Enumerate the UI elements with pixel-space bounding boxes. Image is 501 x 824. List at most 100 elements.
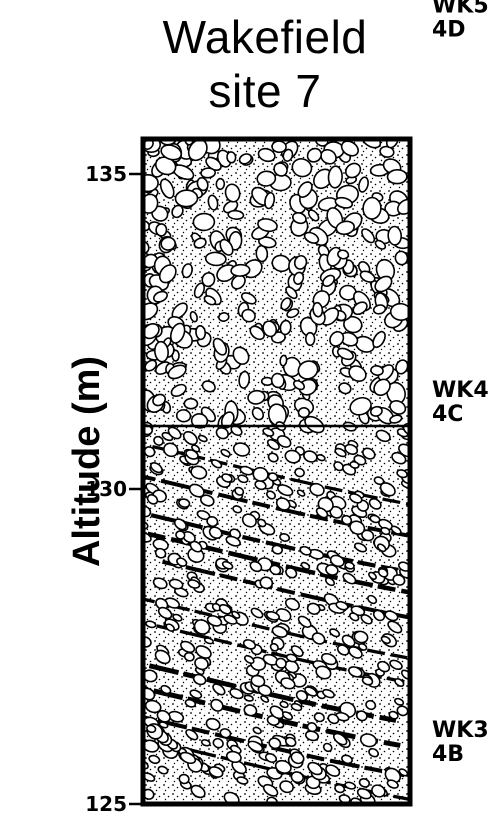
pebble	[284, 449, 301, 464]
pebble	[266, 438, 280, 451]
pebble	[250, 607, 264, 619]
pebble	[144, 359, 158, 372]
pebble	[353, 630, 369, 644]
pebble	[200, 739, 211, 747]
pebble	[210, 459, 223, 469]
pebble	[257, 518, 267, 528]
sample-code-label: WK4	[432, 378, 489, 403]
pebble	[174, 587, 189, 598]
pebble	[167, 426, 182, 440]
pebble	[178, 773, 190, 785]
pebble	[275, 608, 292, 622]
pebble	[257, 218, 278, 233]
pebble	[309, 482, 325, 497]
pebble	[349, 460, 360, 469]
pebble	[247, 389, 266, 405]
pebble	[322, 274, 336, 288]
pebble	[359, 270, 376, 283]
pebble	[199, 494, 215, 507]
pebble	[210, 698, 224, 712]
pebble	[297, 615, 312, 628]
pebble	[252, 726, 262, 735]
pebble	[336, 347, 354, 361]
pebble	[251, 407, 265, 421]
pebble	[179, 751, 197, 765]
pebble	[279, 700, 289, 709]
pebble	[334, 783, 346, 794]
pebble	[329, 554, 345, 568]
pebble	[355, 710, 368, 722]
pebble	[389, 400, 407, 415]
pebble	[370, 365, 384, 376]
pebble	[297, 181, 313, 198]
pebble	[180, 640, 196, 654]
pebble	[344, 781, 357, 790]
pebble	[196, 176, 209, 192]
pebble	[371, 784, 386, 798]
pebble	[374, 275, 393, 293]
pebble	[344, 443, 359, 455]
pebble	[304, 686, 318, 697]
pebble	[264, 191, 276, 210]
pebble	[358, 642, 368, 651]
pebble	[361, 228, 376, 244]
pebble	[160, 236, 176, 251]
pebble	[197, 434, 208, 443]
pebble	[183, 397, 199, 410]
pebble	[218, 312, 230, 322]
pebble	[280, 297, 292, 311]
pebble	[389, 414, 403, 424]
pebble	[306, 147, 323, 163]
pebble	[243, 694, 254, 702]
pebble	[384, 610, 399, 622]
pebble	[158, 264, 177, 284]
pebble	[262, 320, 278, 338]
pebble	[208, 766, 224, 778]
pebble	[275, 657, 287, 669]
pebble	[227, 209, 245, 220]
gravel-texture	[143, 139, 410, 804]
pebble	[232, 505, 243, 514]
pebble	[285, 286, 298, 300]
pebble	[311, 632, 326, 645]
pebble	[146, 724, 157, 734]
pebble	[377, 660, 391, 673]
pebble	[215, 427, 229, 440]
pebble	[201, 272, 216, 288]
pebble	[155, 223, 168, 237]
pebble	[279, 533, 291, 542]
pebble	[203, 295, 217, 306]
sample-code-label: WK3	[432, 718, 489, 743]
pebble	[190, 413, 209, 429]
y-tick-label: 125	[85, 792, 127, 816]
pebble	[290, 771, 305, 784]
pebble	[327, 713, 340, 725]
pebble	[324, 577, 336, 587]
pebble	[152, 577, 168, 590]
pebble	[148, 754, 161, 764]
pebble	[375, 429, 391, 443]
pebble	[156, 709, 171, 723]
pebble	[349, 612, 360, 622]
pebble	[329, 628, 341, 638]
pebble	[356, 787, 372, 800]
pebble	[300, 561, 311, 570]
pebble	[322, 742, 333, 753]
pebble	[193, 237, 207, 249]
pebble	[349, 396, 372, 416]
pebble	[221, 560, 234, 570]
pebble	[372, 304, 387, 315]
pebble	[258, 236, 277, 249]
cross-bed-line	[156, 624, 410, 685]
pebble	[152, 393, 167, 407]
pebble	[231, 274, 246, 290]
matrix-fill	[143, 139, 410, 804]
pebble	[279, 319, 292, 336]
pebble	[163, 442, 179, 458]
pebble	[329, 330, 345, 347]
pebble	[175, 530, 186, 540]
pebble	[160, 144, 183, 161]
pebble	[257, 684, 272, 697]
pebble	[193, 282, 206, 299]
